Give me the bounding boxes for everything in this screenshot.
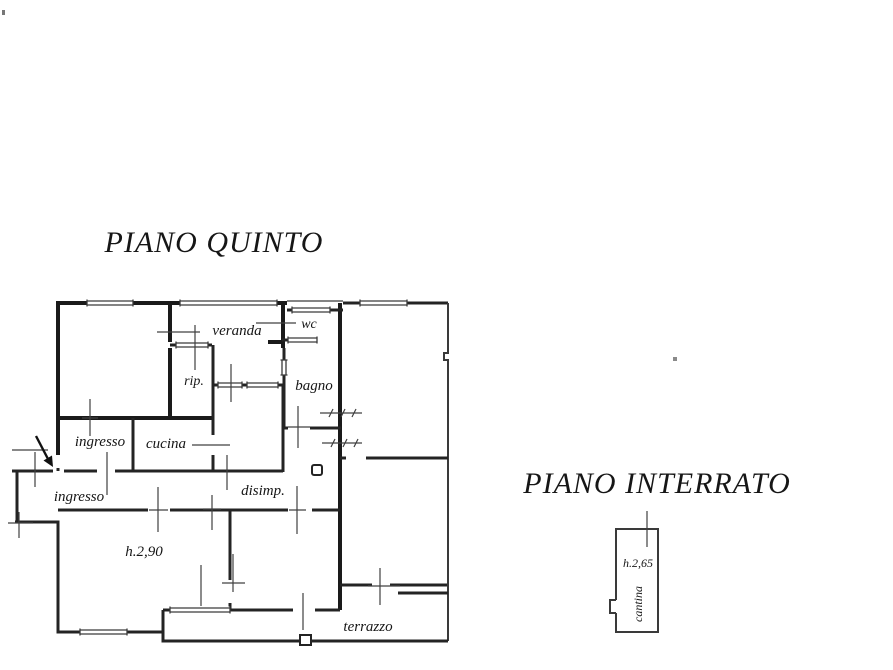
piano-interrato-plan [608,511,660,634]
room-label-ingresso-lower: ingresso [54,489,105,505]
room-label-terrazzo: terrazzo [343,619,393,635]
interior-walls-heavy [58,303,343,610]
dimension-lines [8,322,400,630]
exterior-wall-right [442,303,450,641]
window-symbols [79,299,408,636]
interior-walls-medium [12,308,448,632]
dimension-marks [8,322,400,630]
cantina-outline [608,527,660,634]
room-label-cantina: cantina [631,586,645,622]
room-label-rip: rip. [184,374,204,389]
window-wall-gaps [80,299,407,636]
room-label-ingresso-upper: ingresso [75,434,126,450]
room-label-cucina: cucina [146,436,186,452]
entrance-arrow-icon [34,435,53,467]
entrance-arrow-head [43,455,53,467]
piano-quinto-plan [8,299,450,646]
door-symbol-terrazzo [299,634,312,646]
ceiling-height-note-quinto: h.2,90 [125,544,163,560]
ceiling-height-note-interrato: h.2,65 [623,556,653,570]
ink-speck [673,357,677,361]
door-symbol-disimpegno [311,464,323,476]
entrance-arrow-shaft [34,435,50,460]
window-lines [79,299,408,636]
floor-title-piano-interrato: PIANO INTERRATO [522,467,791,500]
room-label-bagno: bagno [295,378,333,394]
room-label-veranda: veranda [212,323,261,339]
ink-speck-corner [2,10,5,15]
floor-title-piano-quinto: PIANO QUINTO [104,226,324,259]
room-label-disimp: disimp. [241,483,285,499]
room-label-wc: wc [301,317,317,332]
